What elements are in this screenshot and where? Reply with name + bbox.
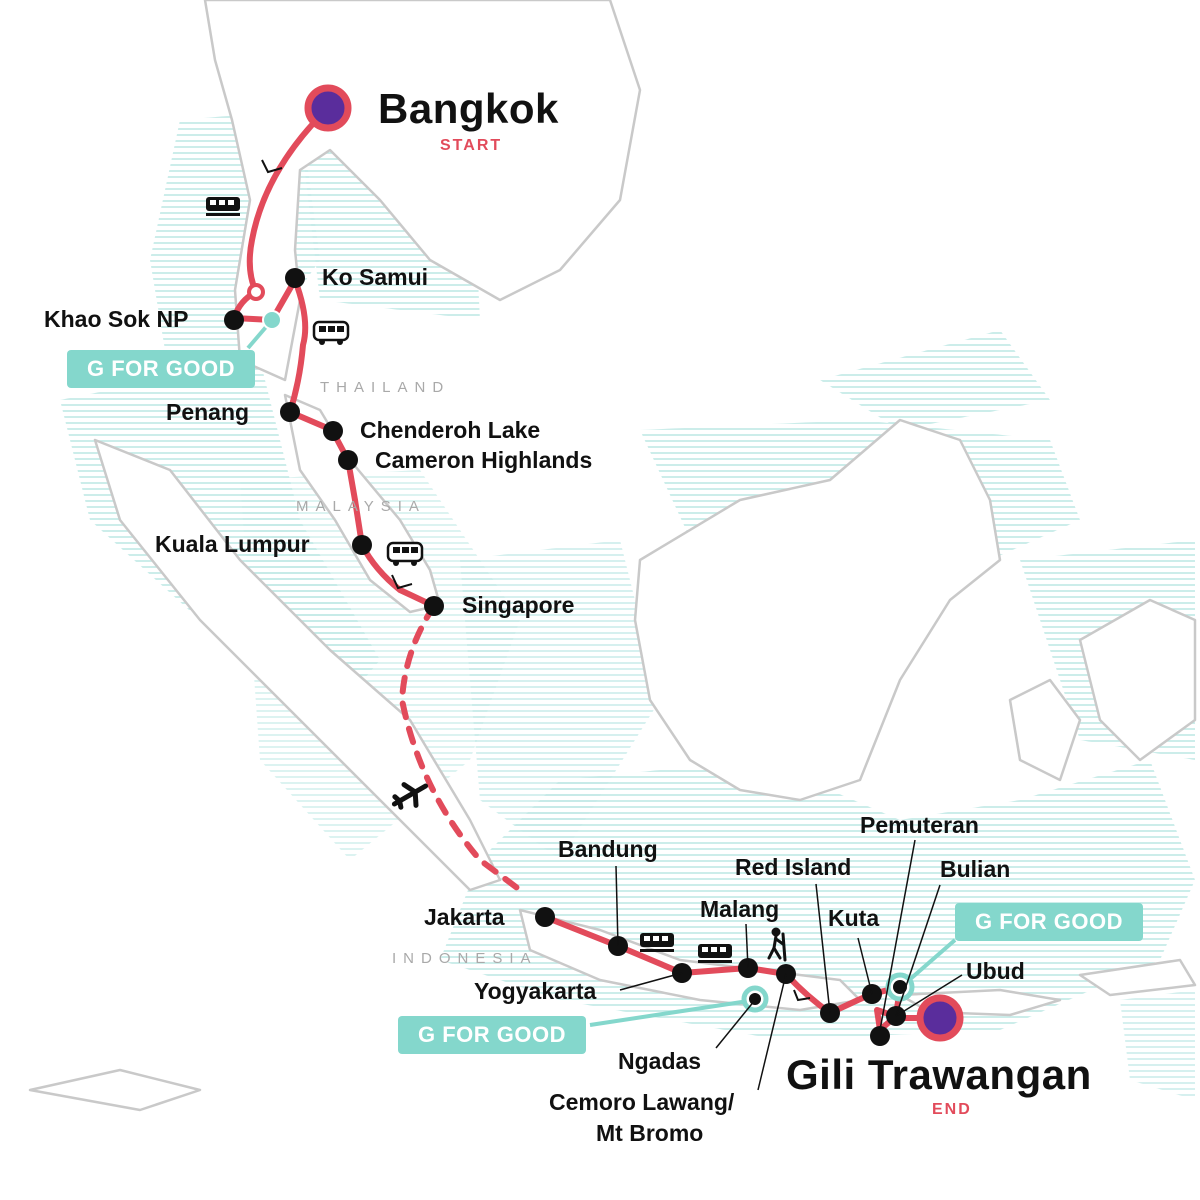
end-city-label: Gili Trawangan: [786, 1051, 1092, 1098]
stop-label: Khao Sok NP: [44, 306, 189, 332]
stop-jakarta: [535, 907, 555, 927]
stop-label: Cameron Highlands: [375, 447, 593, 473]
start-tag: START: [440, 137, 503, 154]
stop-label: Jakarta: [424, 904, 505, 930]
stop-khao-sok: [224, 310, 244, 330]
end-marker: [916, 994, 964, 1042]
stop-label: Malang: [700, 896, 780, 922]
stop-label: Penang: [166, 399, 250, 425]
stop-penang: [280, 402, 300, 422]
stop-cameron: [338, 450, 358, 470]
stop-ko-samui: [285, 268, 305, 288]
stop-label: Cemoro Lawang/: [549, 1089, 735, 1115]
stop-label: Mt Bromo: [596, 1120, 704, 1146]
end-tag: END: [932, 1101, 972, 1118]
g-for-good-marker: [262, 310, 282, 330]
flight-route-line: [398, 603, 523, 893]
waypoint-marker: [247, 283, 265, 301]
train-icon: [698, 944, 732, 963]
stop-label: Bandung: [558, 836, 658, 862]
stop-label: Kuala Lumpur: [155, 531, 310, 557]
stop-label: Singapore: [462, 592, 575, 618]
g-for-good-badge: G FOR GOOD: [955, 903, 1143, 941]
stop-label: Ubud: [966, 958, 1025, 984]
train-icon: [206, 197, 240, 216]
hiker-icon: [767, 927, 787, 962]
bus-icon: [386, 541, 424, 566]
stop-label: Ko Samui: [322, 264, 429, 290]
stop-label: Red Island: [735, 854, 852, 880]
stop-label: Ngadas: [618, 1048, 702, 1074]
label-pointers: [615, 839, 963, 1091]
start-city-label: Bangkok: [378, 85, 559, 132]
stop-label: Pemuteran: [860, 812, 979, 838]
stop-label: Kuta: [828, 905, 880, 931]
stop-kuala-lumpur: [352, 535, 372, 555]
country-label-thailand: THAILAND: [320, 379, 451, 396]
stop-label: Bulian: [940, 856, 1011, 882]
g-for-good-badge: G FOR GOOD: [67, 350, 255, 388]
train-icon: [640, 933, 674, 952]
stop-chenderoh: [323, 421, 343, 441]
stop-kuta: [870, 1026, 890, 1046]
stop-label: Yogyakarta: [474, 978, 597, 1004]
country-label-malaysia: MALAYSIA: [296, 498, 426, 515]
start-marker: [304, 84, 352, 132]
plane-icon: [391, 782, 429, 810]
country-label-indonesia: INDONESIA: [392, 950, 538, 967]
bus-icon: [312, 320, 350, 345]
stop-singapore: [424, 596, 444, 616]
direction-chevrons: [261, 159, 811, 1002]
g-for-good-badge: G FOR GOOD: [398, 1016, 586, 1054]
stop-label: Chenderoh Lake: [360, 417, 541, 443]
